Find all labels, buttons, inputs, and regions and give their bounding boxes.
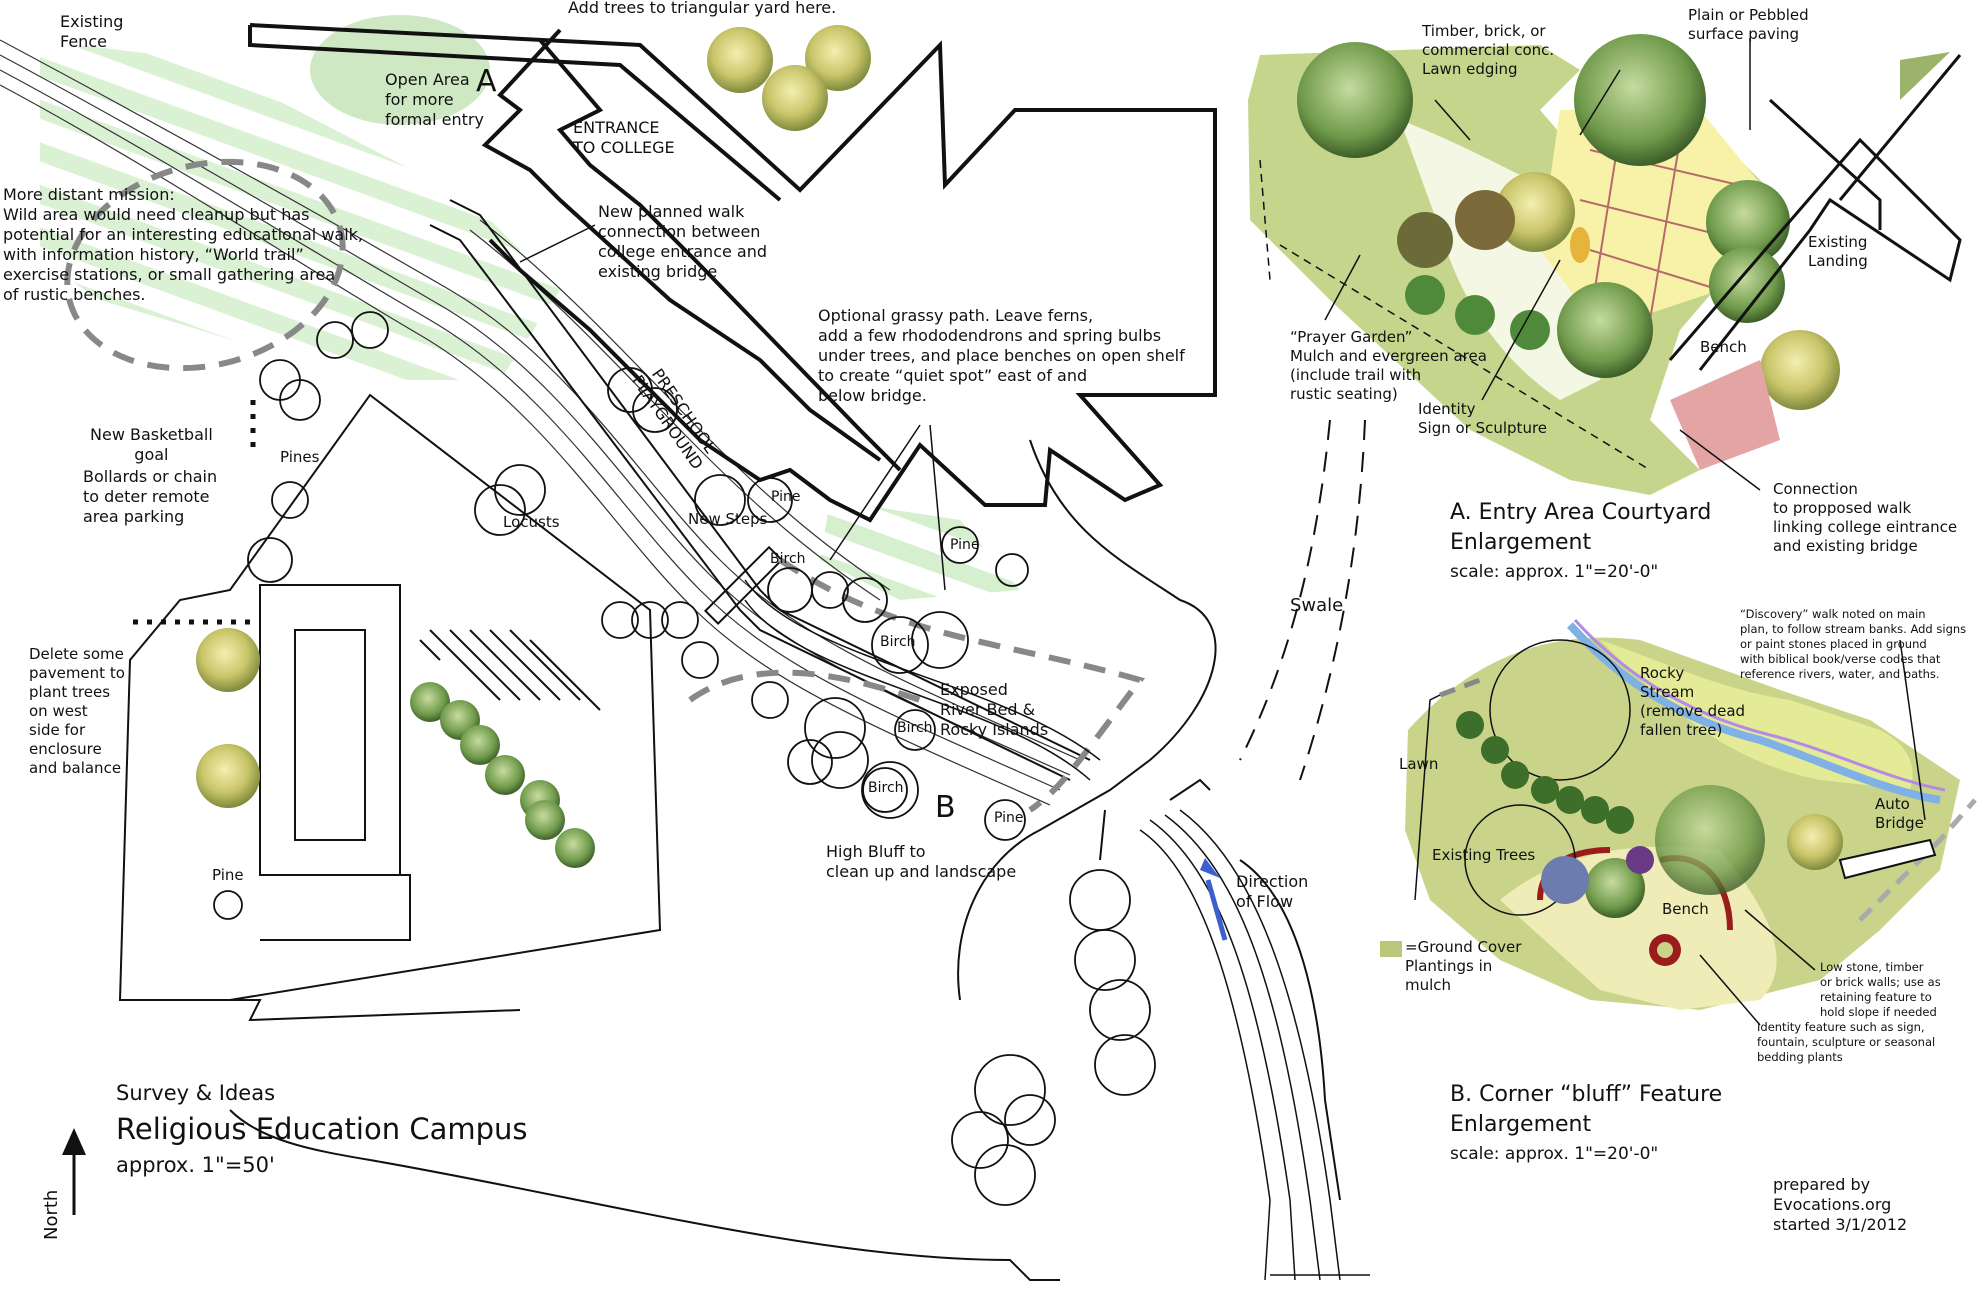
delete-pavement-label: Delete some pavement to plant trees on w… (29, 645, 125, 777)
discovery-walk-label: “Discovery” walk noted on main plan, to … (1740, 607, 1967, 681)
tree-label-pine: Pine (771, 489, 801, 505)
existing-trees (213, 311, 1156, 1206)
parking-lot (118, 393, 1060, 1281)
bench-a-label: Bench (1700, 338, 1747, 356)
direction-flow-label: Direction of Flow (1236, 872, 1309, 911)
bollards-label: Bollards or chain to deter remote area p… (83, 467, 218, 526)
credits: prepared by Evocations.org started 3/1/2… (1773, 1175, 1908, 1234)
north-label: North (41, 1189, 62, 1240)
basketball-label: New Basketball goal (90, 425, 213, 464)
walk-path (429, 199, 1091, 781)
open-area-label: Open Area for more formal entry (385, 70, 484, 129)
locusts-label: Locusts (503, 513, 560, 531)
exposed-river-label: Exposed River Bed & Rocky Islands (940, 680, 1049, 739)
dashed-paths (64, 158, 1146, 813)
stream-bed (744, 579, 1370, 1281)
ground-cover-swatch (1380, 941, 1402, 957)
buildings (248, 23, 1217, 523)
existing-trees-label: Existing Trees (1432, 846, 1536, 864)
connection-label: Connection to propposed walk linking col… (1773, 480, 1958, 555)
prayer-garden-label: “Prayer Garden” Mulch and evergreen area… (1290, 328, 1487, 403)
distant-mission-label: More distant mission: Wild area would ne… (3, 185, 363, 304)
add-trees-label: Add trees to triangular yard here. (568, 0, 837, 17)
tree-label-birch: Birch (897, 720, 933, 736)
new-steps-label: New Steps (688, 510, 768, 528)
pines-label: Pines (280, 448, 320, 466)
planned-trees (196, 25, 871, 868)
enlargement-b-plan (1380, 618, 1977, 1010)
bluff-outline (957, 439, 1341, 1201)
existing-fence-label: Existing Fence (60, 12, 124, 51)
rocky-stream-label: Rocky Stream (remove dead fallen tree) (1640, 664, 1746, 739)
existing-landing-label: Existing Landing (1808, 233, 1868, 270)
timber-edging-label: Timber, brick, or commercial conc. Lawn … (1422, 22, 1555, 78)
tree-label-pine: Pine (994, 810, 1024, 826)
marker-b: B (935, 790, 956, 825)
page-title: Religious Education Campus (116, 1112, 528, 1146)
identity-feature-label: Identity feature such as sign, fountain,… (1757, 1020, 1936, 1064)
tree-label-birch: Birch (868, 780, 904, 796)
optional-path-label: Optional grassy path. Leave ferns, add a… (818, 306, 1185, 405)
flow-arrow (1200, 858, 1228, 941)
main-scale-label: approx. 1"=50' (116, 1153, 275, 1177)
swale (1239, 419, 1366, 781)
ground-cover-label: =Ground Cover Plantings in mulch (1405, 938, 1522, 994)
tree-label-birch: Birch (880, 634, 916, 650)
enlargement-a-title: A. Entry Area Courtyard Enlargement (1450, 500, 1712, 555)
lawn-label: Lawn (1399, 755, 1439, 773)
enlargement-b-scale: scale: approx. 1"=20'-0" (1450, 1144, 1659, 1164)
paving-label: Plain or Pebbled surface paving (1688, 6, 1809, 43)
north-arrow-icon (62, 1128, 86, 1215)
tree-label-birch: Birch (770, 551, 806, 567)
pine-bottom-label: Pine (212, 866, 244, 884)
low-stone-label: Low stone, timber or brick walls; use as… (1820, 960, 1941, 1019)
tree-label-pine: Pine (950, 537, 980, 553)
auto-bridge-label: Auto Bridge (1875, 795, 1924, 832)
marker-a: A (476, 64, 497, 99)
high-bluff-label: High Bluff to clean up and landscape (826, 842, 1017, 881)
lawn-areas (40, 15, 1020, 600)
bench-b-label: Bench (1662, 900, 1709, 918)
survey-ideas-label: Survey & Ideas (116, 1081, 276, 1105)
enlargement-a-plan (1248, 34, 1962, 495)
new-walk-label: New planned walk connection between coll… (598, 202, 768, 281)
parking-stripes (419, 629, 601, 711)
leader-lines (519, 38, 1926, 1026)
enlargement-b-title: B. Corner “bluff” Feature Enlargement (1450, 1082, 1723, 1137)
enlargement-a-scale: scale: approx. 1"=20'-0" (1450, 562, 1659, 582)
entrance-label: ENTRANCE TO COLLEGE (573, 118, 675, 157)
bollard-lines (133, 400, 256, 625)
swale-label: Swale (1290, 595, 1344, 616)
identity-sign-label: Identity Sign or Sculpture (1418, 400, 1548, 437)
